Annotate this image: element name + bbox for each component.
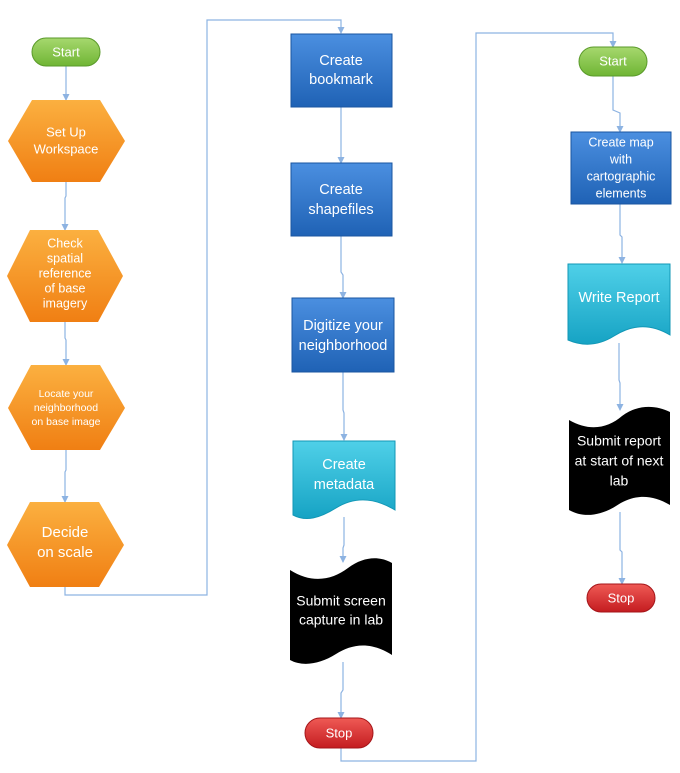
step-label-line: Create: [322, 457, 366, 473]
step-label-line: Create: [319, 53, 363, 69]
connector-map-to-report: [618, 204, 626, 264]
step-label-line: reference: [39, 266, 92, 280]
step-label-line: elements: [596, 186, 647, 200]
step-label-line: bookmark: [309, 72, 373, 88]
connector-locate-to-scale: [61, 450, 69, 503]
step-label-line: lab: [610, 473, 629, 489]
step-label-line: capture in lab: [299, 612, 383, 628]
step-submit-screen-capture: Submit screen capture in lab: [290, 558, 392, 664]
start-terminal-2: Start: [578, 46, 648, 77]
step-label-line: Write Report: [578, 290, 659, 306]
step-label-line: Create: [319, 182, 363, 198]
stop-label: Stop: [326, 725, 353, 740]
step-create-metadata: Create metadata: [292, 440, 396, 519]
connector-scale-to-bookmark: [64, 19, 345, 596]
step-set-up-workspace: Set Up Workspace: [8, 100, 125, 182]
step-label-line: Check: [47, 236, 83, 250]
step-digitize-neighborhood: Digitize your neighborhood: [291, 297, 395, 373]
step-decide-on-scale: Decide on scale: [7, 502, 124, 587]
step-label-line: Digitize your: [303, 318, 383, 334]
step-label-line: Submit report: [577, 433, 661, 449]
connector-check-to-locate: [62, 322, 70, 366]
step-label-line: spatial: [47, 251, 83, 265]
start-label: Start: [599, 53, 627, 68]
step-label-line: with: [609, 152, 632, 166]
step-label-line: Workspace: [34, 141, 99, 156]
step-label-line: of base: [44, 281, 85, 295]
step-write-report: Write Report: [567, 263, 671, 345]
connector-digitize-to-metadata: [340, 372, 348, 441]
connector-submit-to-stop: [337, 662, 345, 719]
step-label-line: neighborhood: [34, 402, 98, 414]
step-label-line: shapefiles: [308, 202, 373, 218]
step-create-shapefiles: Create shapefiles: [290, 162, 393, 237]
step-label-line: imagery: [43, 296, 88, 310]
step-label-line: Set Up: [46, 124, 86, 139]
connector-workspace-to-check: [61, 182, 69, 231]
step-label-line: Create map: [588, 135, 653, 149]
start-label: Start: [52, 44, 80, 59]
step-label-line: on scale: [37, 544, 93, 561]
step-label-line: Decide: [42, 524, 89, 541]
step-create-bookmark: Create bookmark: [290, 33, 393, 108]
step-locate-neighborhood: Locate your neighborhood on base image: [8, 365, 125, 450]
step-label-line: cartographic: [587, 169, 656, 183]
step-label-line: metadata: [314, 477, 375, 493]
stop-terminal-1: Stop: [304, 717, 374, 749]
step-label-line: Submit screen: [296, 593, 385, 609]
connector-start-to-map: [612, 76, 624, 133]
step-create-map: Create map with cartographic elements: [570, 131, 672, 205]
step-submit-report: Submit report at start of next lab: [569, 406, 670, 515]
step-label-line: at start of next: [575, 453, 664, 469]
connector-stop-to-start: [340, 32, 617, 762]
stop-label: Stop: [608, 590, 635, 605]
connectors: [61, 19, 626, 762]
step-label-line: Locate your: [39, 388, 94, 400]
step-check-spatial-reference: Check spatial reference of base imagery: [7, 230, 123, 322]
stop-terminal-2: Stop: [586, 583, 656, 613]
step-label-line: on base image: [32, 416, 101, 428]
start-terminal-1: Start: [31, 37, 101, 67]
connector-shapefiles-to-digitize: [339, 236, 347, 299]
connector-metadata-to-submit: [339, 517, 347, 563]
step-label-line: neighborhood: [299, 338, 388, 354]
connector-submit-to-stop-3: [618, 512, 626, 585]
connector-report-to-submit: [616, 343, 624, 411]
